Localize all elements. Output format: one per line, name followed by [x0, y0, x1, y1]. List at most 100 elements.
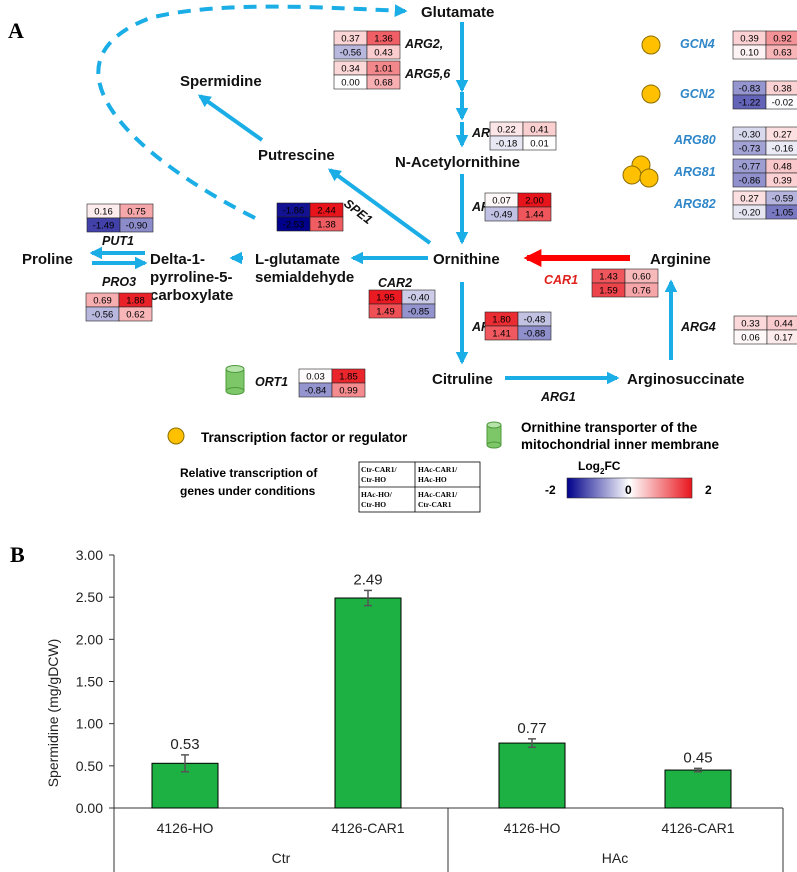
legend-relative-line1: Relative transcription of: [180, 466, 318, 480]
heatmap-cell-value: 0.75: [127, 207, 146, 218]
heatmap-cell-value: 1.41: [492, 329, 511, 340]
node-lgs-line2: semialdehyde: [255, 269, 354, 286]
heatmap-cell-value: 0.60: [632, 272, 651, 283]
heatmap-cell-value: 0.43: [374, 48, 393, 59]
heatmap-cell-value: -1.05: [772, 208, 794, 219]
heatmap-cell-value: 0.38: [773, 84, 792, 95]
heatmap-cell: [517, 206, 552, 222]
heatmap-cell-value: -0.73: [739, 144, 761, 155]
heatmap-cell: [765, 94, 797, 110]
gene-label-arg56: ARG5,6: [404, 67, 451, 81]
heatmap-cell-value: -0.56: [92, 310, 114, 321]
heatmap-cell-value: 1.36: [374, 34, 393, 45]
key-cell-tl-line2: Ctr-HO: [361, 475, 386, 484]
pathway-arrows: [89, 4, 678, 385]
group-label-ctr: Ctr: [272, 850, 291, 866]
gene-label-arg4: ARG4: [680, 320, 716, 334]
key-cell-tl-line1: Ctr-CAR1/: [361, 465, 397, 474]
pathway-legend: Transcription factor or regulator Ornith…: [167, 420, 720, 513]
legend-key-table: Ctr-CAR1/ Ctr-HO HAc-CAR1/ HAc-HO HAc-HO…: [358, 461, 481, 513]
legend-tf-circle-icon: [167, 427, 185, 445]
heatmap-cell-value: 0.16: [94, 207, 113, 218]
y-tick-label: 1.00: [76, 716, 103, 732]
panel-a-letter: A: [8, 18, 24, 43]
heatmap-cell: [366, 74, 401, 90]
bar: [334, 597, 402, 809]
heatmap-cell-value: 2.44: [317, 206, 336, 217]
node-p5c-line2: pyrroline-5-: [150, 269, 233, 286]
key-cell-bl-line1: HAc-HO/: [361, 490, 393, 499]
heatmap-cell-value: 0.34: [341, 64, 360, 75]
heatmap-cell-value: 0.92: [773, 34, 792, 45]
category-label: 4126-CAR1: [661, 820, 734, 836]
legend-transporter-line2: mitochondrial inner membrane: [521, 437, 720, 452]
y-tick-label: 2.00: [76, 631, 103, 647]
heatmap-cell: [765, 140, 797, 156]
key-cell-tr-line1: HAc-CAR1/: [418, 465, 458, 474]
category-label: 4126-HO: [504, 820, 561, 836]
gene-label-pro3: PRO3: [102, 275, 136, 289]
node-glutamate: Glutamate: [421, 4, 494, 21]
heatmap-cell-value: -0.56: [340, 48, 362, 59]
arg-complex-circle-icon-2: [622, 165, 642, 185]
heatmap-cell: [765, 204, 797, 220]
heatmap-cell-value: 0.10: [740, 48, 759, 59]
arrow-ornithine-to-putrescine: [327, 168, 432, 245]
heatmap-cell-value: -1.86: [283, 206, 305, 217]
bars: 0.534126-HO2.494126-CAR10.774126-HO0.454…: [151, 571, 735, 836]
y-axis-title: Spermidine (mg/gDCW): [45, 639, 61, 788]
heatmap-cell-value: 0.62: [126, 310, 145, 321]
heatmap-cell-value: 0.07: [492, 196, 511, 207]
heatmap-cell-value: 0.39: [740, 34, 759, 45]
heatmap-cell-value: -0.49: [491, 210, 513, 221]
heatmap-cell-value: 0.37: [341, 34, 360, 45]
heatmap-cell: [331, 382, 366, 398]
heatmap-cell-value: 0.01: [530, 139, 549, 150]
y-tick-label: 2.50: [76, 589, 103, 605]
arrow-putrescine-to-spermidine: [197, 94, 264, 142]
bar-value-label: 0.45: [683, 749, 712, 766]
heatmap-cell-value: 0.76: [632, 286, 651, 297]
scale-min-label: -2: [545, 483, 556, 497]
heatmap-cell-value: 1.44: [525, 210, 544, 221]
heatmap-cell-value: -0.90: [126, 221, 148, 232]
heatmap-cell-value: 0.48: [773, 162, 792, 173]
panel-b-letter: B: [10, 542, 25, 567]
gene-label-put1: PUT1: [102, 234, 134, 248]
legend-tf-label: Transcription factor or regulator: [201, 430, 408, 445]
heatmap-cell-value: 1.59: [599, 286, 618, 297]
gene-label-arg81: ARG81: [673, 165, 716, 179]
heatmap-cell-value: 1.88: [126, 296, 145, 307]
node-lgs-line1: L-glutamate: [255, 251, 340, 268]
heatmap-cell-value: 1.95: [376, 293, 395, 304]
heatmap-cell-value: -0.77: [739, 162, 761, 173]
heatmap-cell-value: 0.22: [497, 125, 516, 136]
heatmap-arg3: 1.80-0.481.41-0.88: [484, 311, 552, 341]
heatmap-cell-value: 1.85: [339, 372, 358, 383]
gene-label-gcn4: GCN4: [680, 37, 715, 51]
heatmap-cell-value: 0.17: [774, 333, 793, 344]
node-proline: Proline: [22, 251, 73, 268]
heatmap-cell-value: 2.00: [525, 196, 544, 207]
y-tick-label: 3.00: [76, 547, 103, 563]
heatmap-cell: [366, 44, 401, 60]
heatmap-cell-value: 0.27: [740, 194, 759, 205]
heatmap-cell: [119, 217, 154, 233]
heatmap-cell-value: 1.49: [376, 307, 395, 318]
bar-value-label: 2.49: [353, 571, 382, 588]
bar-value-label: 0.77: [517, 720, 546, 737]
key-cell-br-line1: HAc-CAR1/: [418, 490, 458, 499]
heatmap-cell-value: 0.41: [530, 125, 549, 136]
scale-title: Log2FC: [578, 459, 621, 476]
node-spermidine: Spermidine: [180, 73, 262, 90]
scale-max-label: 2: [705, 483, 712, 497]
color-scale-bar: [566, 477, 693, 499]
heatmap-cell-value: -0.83: [739, 84, 761, 95]
